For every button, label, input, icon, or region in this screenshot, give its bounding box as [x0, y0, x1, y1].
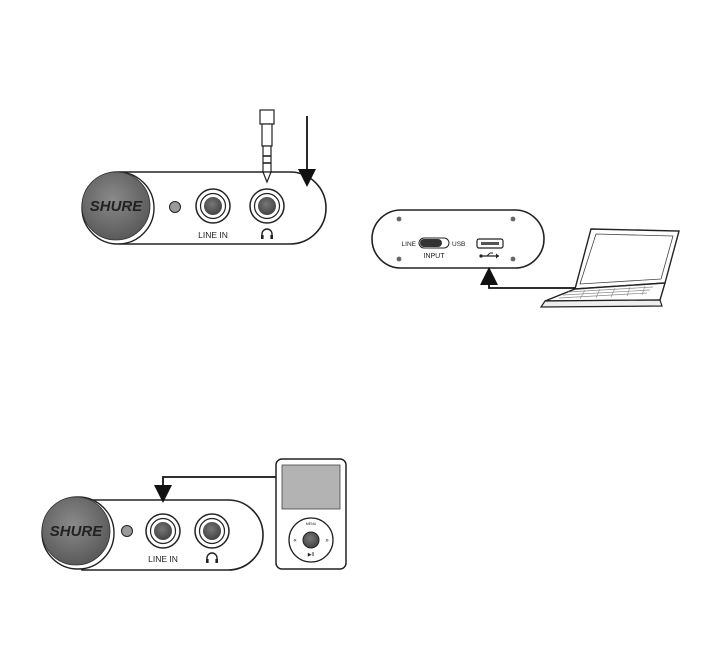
- switch-line-label: LINE: [402, 241, 417, 248]
- volume-knob: SHURE: [82, 172, 154, 244]
- power-led: [170, 202, 181, 213]
- usb-port: [477, 239, 503, 248]
- switch-caption: INPUT: [424, 253, 446, 260]
- wheel-menu-label: MENU: [306, 522, 317, 526]
- line-in-jack: [146, 514, 180, 548]
- laptop-icon: [541, 229, 679, 307]
- headphone-jack: [250, 189, 284, 223]
- usb-cable: [489, 276, 584, 288]
- line-in-cable: [163, 477, 276, 494]
- power-led: [122, 526, 133, 537]
- line-in-label: LINE IN: [198, 230, 228, 240]
- switch-usb-label: USB: [452, 241, 465, 248]
- center-button: [303, 532, 319, 548]
- amp-back-panel: LINE USB INPUT: [372, 210, 544, 268]
- amp-front-bottom: SHURE LINE IN: [42, 497, 263, 570]
- headphone-jack: [195, 514, 229, 548]
- line-in-jack: [196, 189, 230, 223]
- brand-logo: SHURE: [50, 523, 104, 540]
- amp-front-top: SHURE LINE IN: [82, 110, 326, 244]
- brand-logo: SHURE: [90, 198, 144, 215]
- line-in-label: LINE IN: [148, 554, 178, 564]
- media-player-icon: MENU « » ▶II: [276, 459, 346, 569]
- volume-knob: SHURE: [42, 497, 114, 569]
- input-switch: [419, 238, 449, 248]
- wheel-play-label: ▶II: [308, 552, 315, 558]
